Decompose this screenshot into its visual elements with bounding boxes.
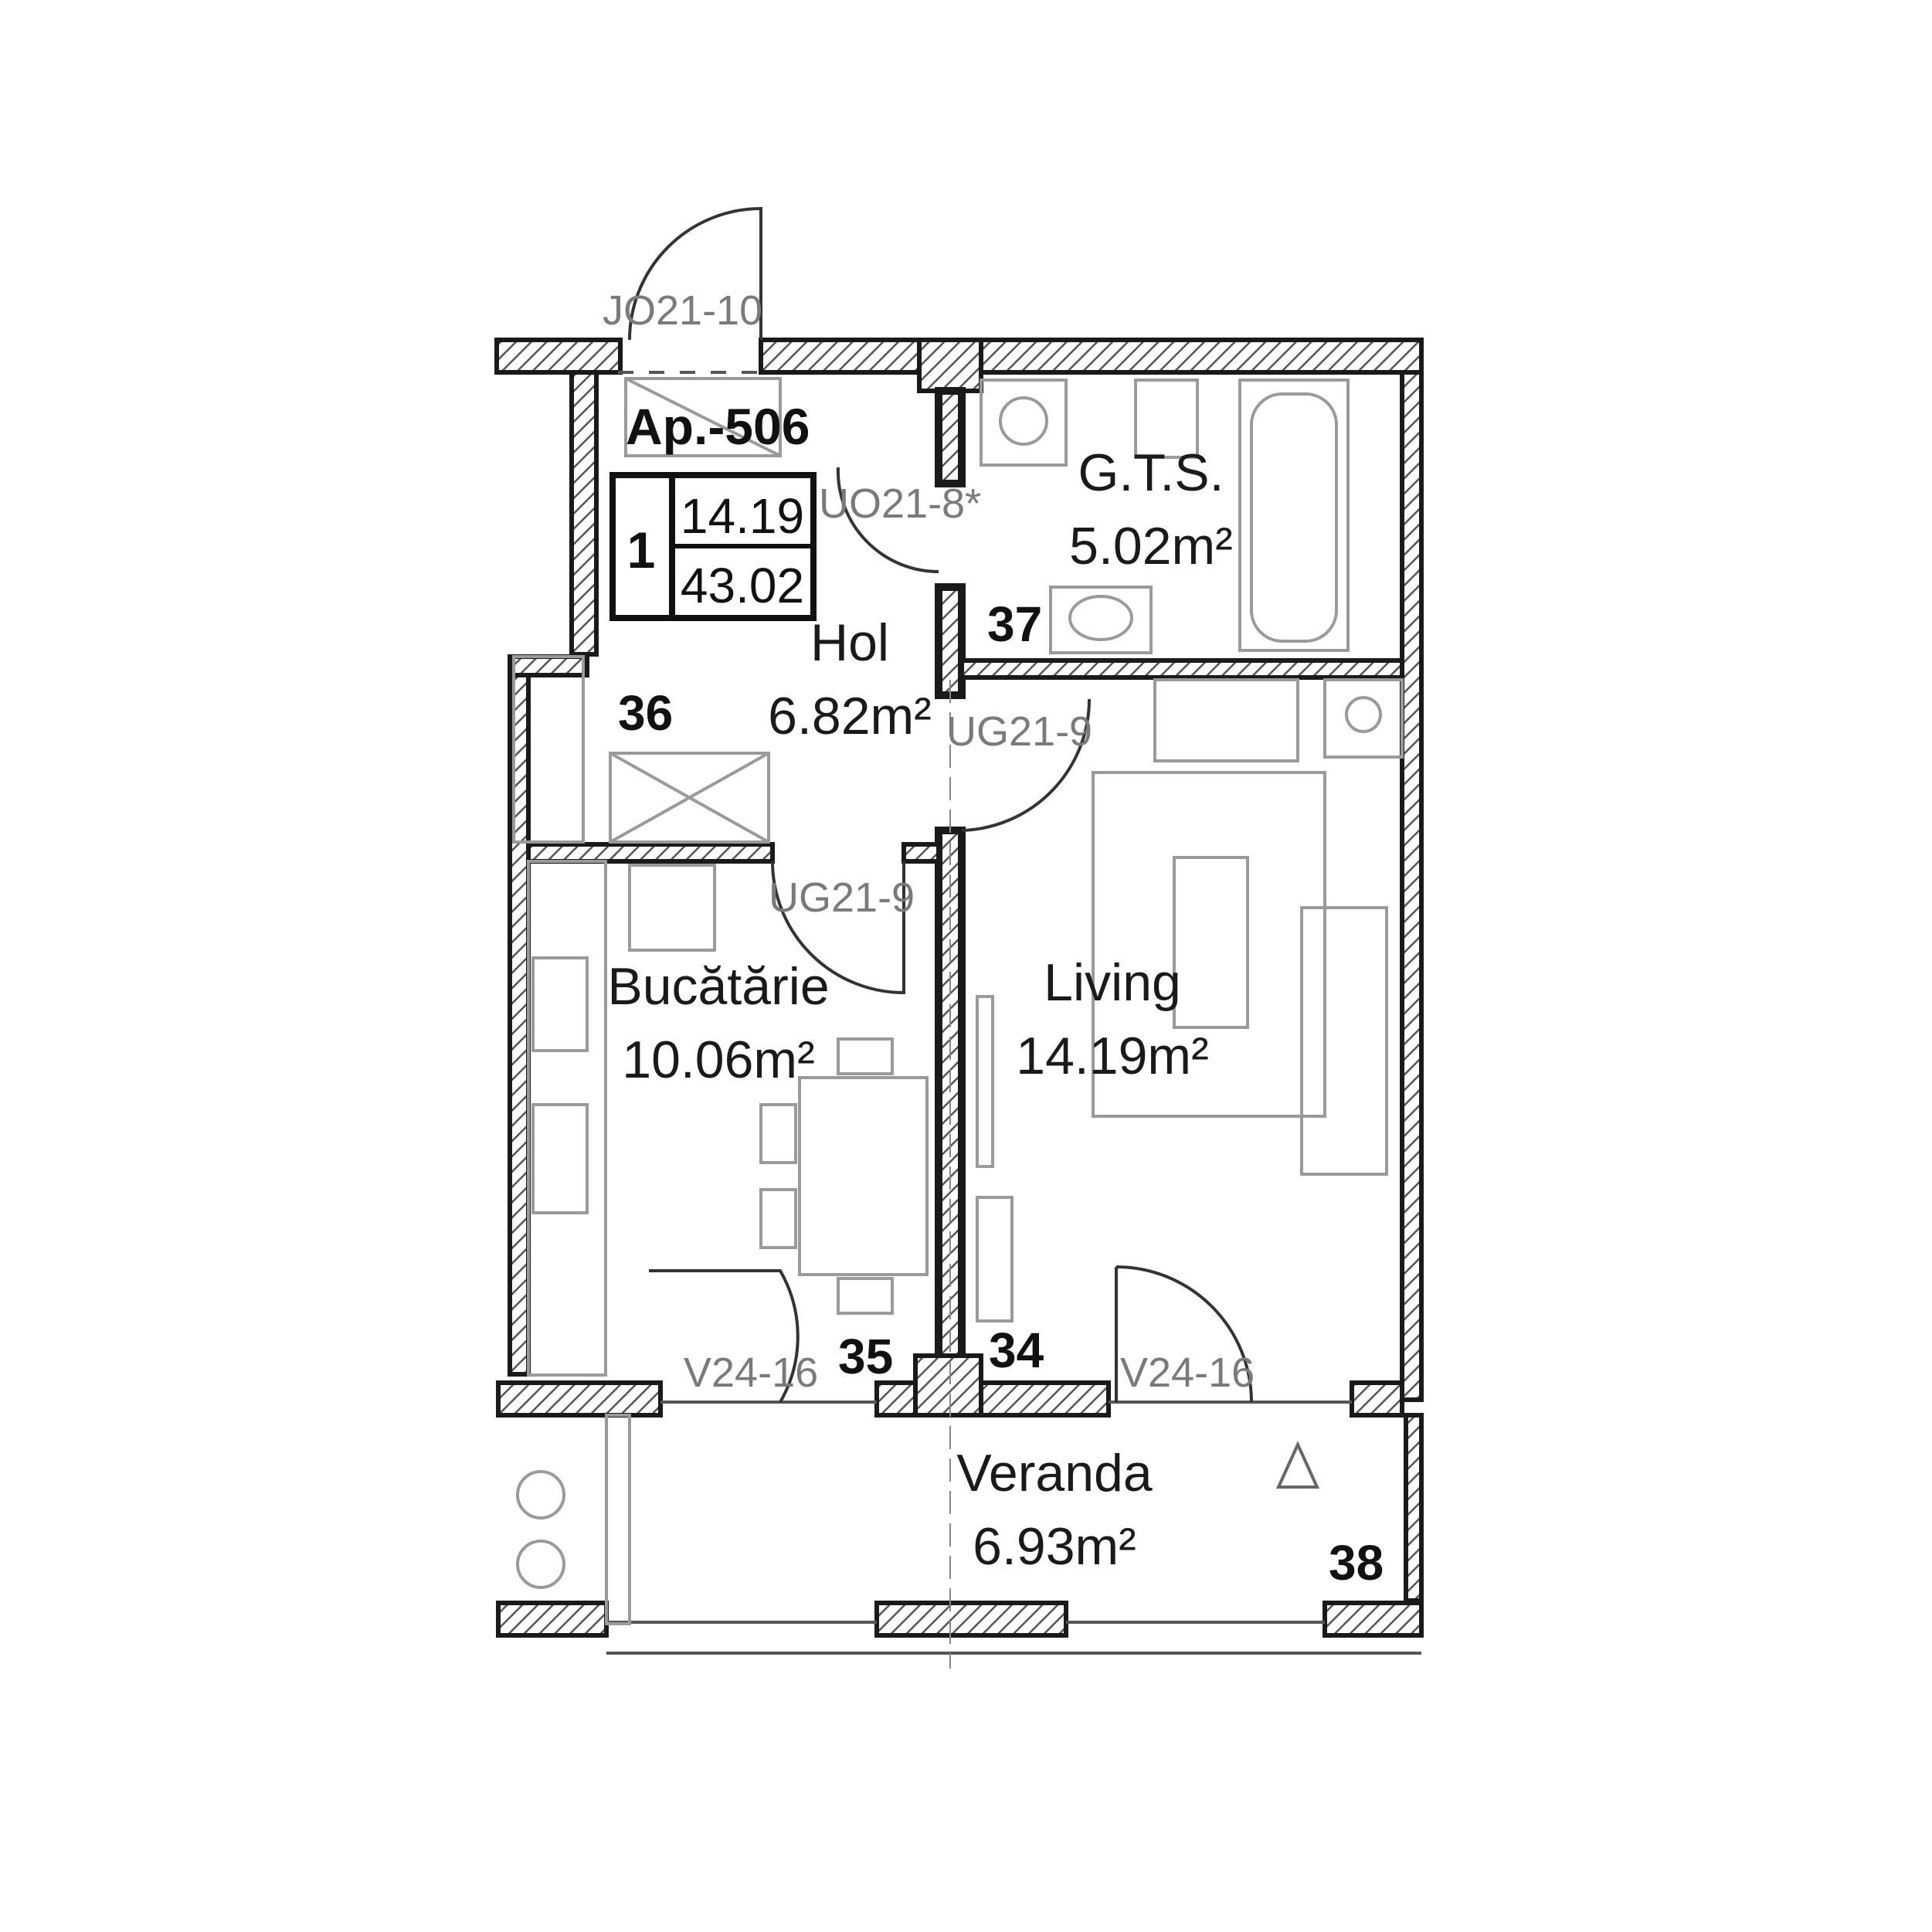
chimney-2	[516, 1540, 565, 1589]
hol-wardrobe	[609, 752, 770, 844]
counter	[527, 860, 607, 1377]
marker-35: 35	[838, 1329, 893, 1384]
total-area-value: 43.02	[681, 558, 804, 613]
chair-bottom	[837, 1277, 894, 1315]
boiler	[1323, 678, 1404, 759]
wall-bottom-left	[496, 1601, 609, 1638]
wall-top-column	[917, 338, 983, 393]
marker-38: 38	[1329, 1535, 1384, 1591]
marker-37: 37	[987, 596, 1042, 652]
wall-left-upper	[569, 370, 599, 657]
doors	[628, 206, 1253, 1403]
marker-34: 34	[989, 1323, 1044, 1378]
level-marks	[1275, 1441, 1320, 1489]
tv-stand	[976, 995, 994, 1168]
room-name-hol: Hol	[810, 613, 889, 672]
door-label-living: UG21-9	[946, 708, 1092, 755]
entry-door-swing	[628, 206, 762, 341]
room-area-hol: 6.82m²	[768, 687, 932, 745]
door-label-kitchen: UG21-9	[769, 874, 915, 921]
bathtub-inner	[1250, 392, 1338, 643]
sink	[1049, 586, 1153, 654]
apartment-info: 1 14.19 43.02	[609, 472, 817, 621]
room-area-veranda: 6.93m²	[973, 1517, 1136, 1576]
cabinet-living	[1153, 678, 1299, 762]
door-label-veranda-right: V24-16	[1120, 1350, 1255, 1396]
dining-table	[798, 1076, 929, 1276]
pipe	[605, 1414, 631, 1625]
niche	[512, 655, 585, 844]
washing-machine	[980, 379, 1068, 467]
boiler-dial	[1345, 696, 1382, 733]
wall-right	[1400, 370, 1424, 1402]
wall-left-mid	[508, 654, 589, 677]
wall-veranda-side	[1404, 1413, 1424, 1603]
bathtub	[1238, 379, 1350, 652]
sink-bowl	[1068, 595, 1133, 641]
wall-veranda-column	[913, 1353, 983, 1418]
chimney-1	[516, 1470, 565, 1519]
glazing	[606, 371, 1421, 1655]
level-triangle	[1275, 1441, 1320, 1489]
bathroom-wall	[959, 658, 1404, 680]
wall-bottom-right	[1323, 1601, 1424, 1638]
door-label-entry: JO21-10	[603, 287, 762, 334]
living-area-value: 14.19	[681, 488, 804, 544]
room-area-gts: 5.02m²	[1069, 517, 1233, 576]
room-name-veranda: Veranda	[956, 1444, 1153, 1502]
chair-top	[837, 1037, 894, 1075]
fridge	[628, 864, 716, 952]
chair-left-1	[759, 1103, 797, 1164]
rug	[1092, 771, 1326, 1118]
door-label-bath: UO21-8*	[819, 480, 981, 527]
room-area-kitchen: 10.06m²	[622, 1031, 814, 1089]
wall-veranda-left	[496, 1380, 663, 1418]
wall-hol-kitchen-left	[526, 842, 775, 864]
rooms-count: 1	[627, 521, 656, 579]
kitchen-sink	[531, 956, 589, 1052]
furniture	[512, 377, 1404, 1625]
armchair	[976, 1196, 1014, 1323]
living-door-swing	[961, 698, 1091, 832]
room-area-living: 14.19m²	[1016, 1027, 1208, 1085]
toilet	[1134, 379, 1199, 459]
marker-36: 36	[618, 685, 673, 741]
partition-mid	[935, 583, 966, 699]
bath-door-swing	[836, 467, 939, 573]
room-name-gts: G.T.S.	[1078, 443, 1224, 502]
room-name-living: Living	[1044, 953, 1181, 1012]
room-name-kitchen: Bucătărie	[607, 957, 829, 1016]
partition-upper	[935, 387, 966, 487]
wall-veranda-mid	[874, 1380, 1111, 1418]
cooktop	[531, 1103, 589, 1214]
apartment-label: Ap.-506	[626, 398, 810, 455]
wall-veranda-right	[1350, 1380, 1404, 1418]
veranda-door-right-swing	[1115, 1265, 1253, 1403]
walls	[494, 338, 1424, 1638]
door-label-veranda-left: V24-16	[684, 1350, 818, 1396]
sofa	[1300, 906, 1388, 1176]
wall-top-right	[759, 338, 1424, 375]
washing-machine-drum	[999, 396, 1048, 446]
wall-hol-kitchen-right	[901, 842, 941, 864]
wall-top-left	[494, 338, 623, 375]
hol-wardrobe-top	[624, 377, 782, 457]
veranda-door-left-swing	[649, 1269, 800, 1403]
wall-bottom-mid	[874, 1601, 1068, 1638]
chair-left-2	[759, 1188, 797, 1249]
kitchen-door-swing	[771, 861, 905, 995]
coffee-table	[1173, 856, 1249, 1029]
